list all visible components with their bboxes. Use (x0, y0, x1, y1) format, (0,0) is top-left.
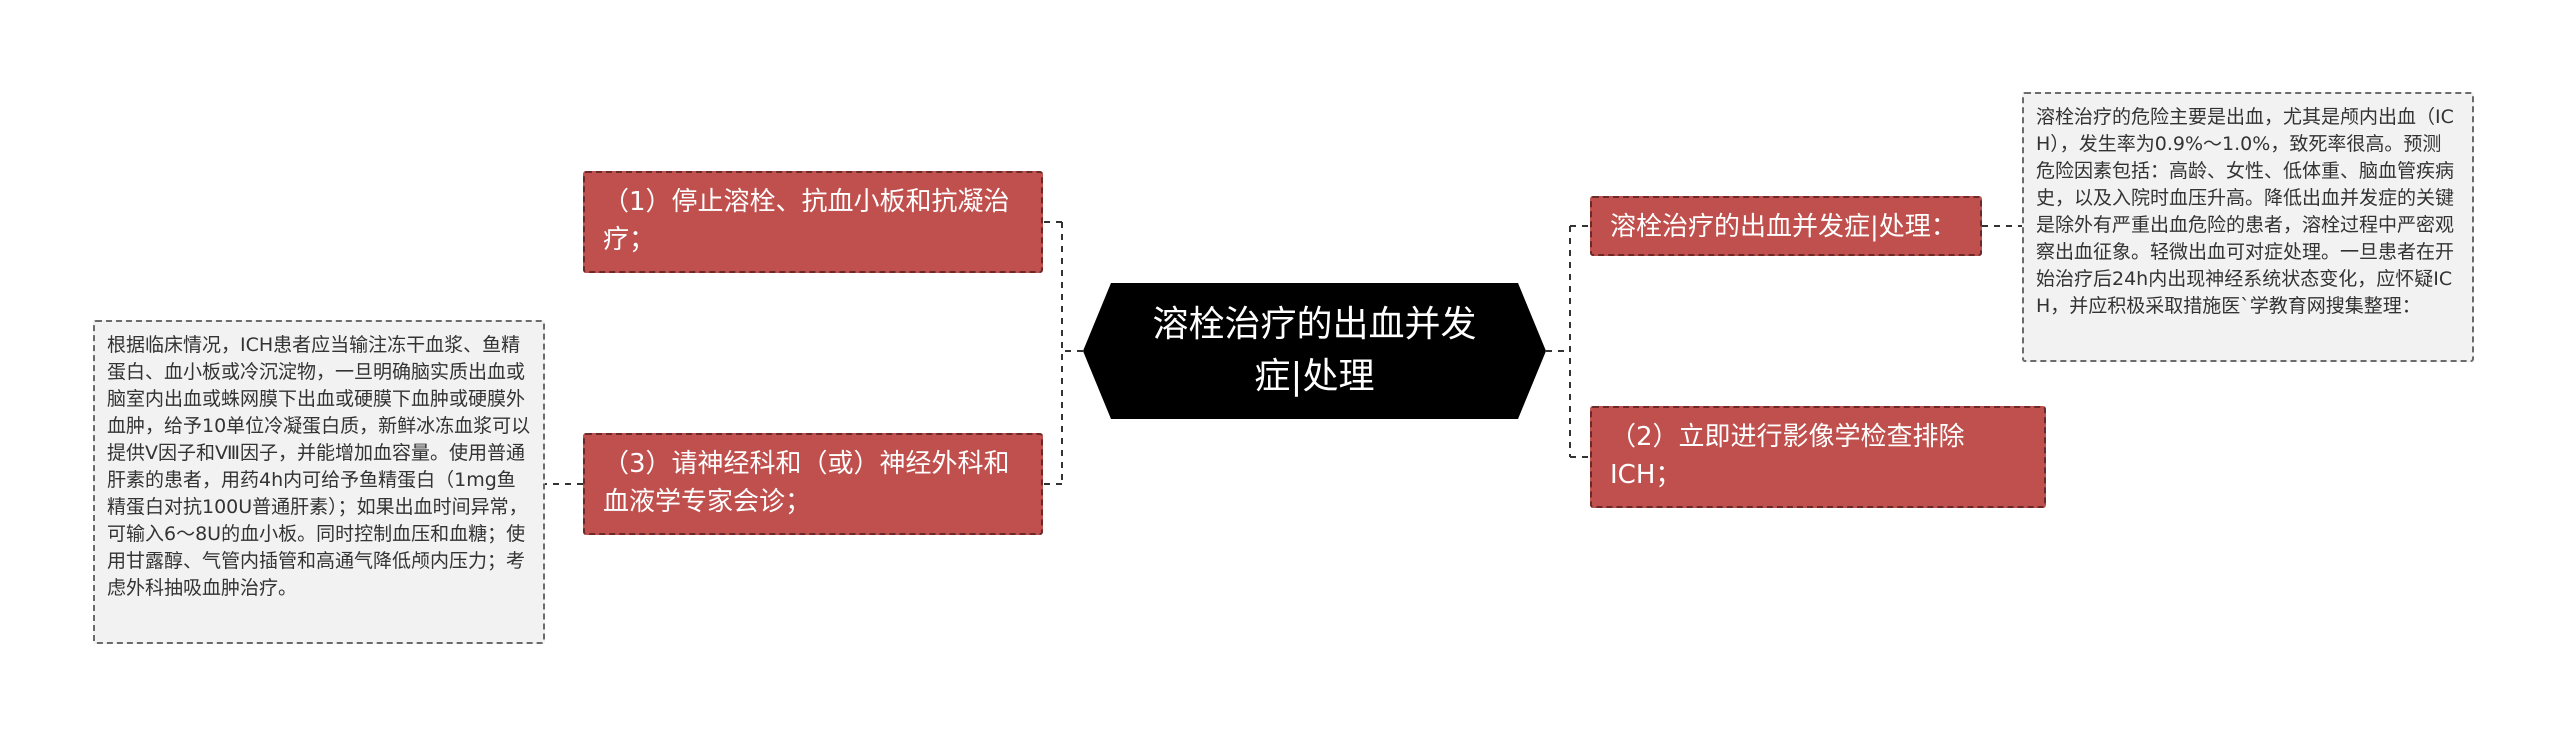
note-bleeding-risk-text: 溶栓治疗的危险主要是出血，尤其是颅内出血（ICH），发生率为0.9%～1.0%，… (2036, 106, 2455, 317)
root-node-shape (1083, 283, 1546, 419)
root-node-hexagon (1083, 283, 1546, 419)
note-bleeding-risk[interactable]: 溶栓治疗的危险主要是出血，尤其是颅内出血（ICH），发生率为0.9%～1.0%，… (2022, 92, 2474, 362)
branch-stop-thrombolysis[interactable]: （1）停止溶栓、抗血小板和抗凝治疗； (583, 171, 1043, 273)
branch-bleeding-complication-label: 溶栓治疗的出血并发症|处理： (1610, 212, 1957, 242)
branch-specialist-consult[interactable]: （3）请神经科和（或）神经外科和血液学专家会诊； (583, 433, 1043, 535)
note-consult-details-text: 根据临床情况，ICH患者应当输注冻干血浆、鱼精蛋白、血小板或冷沉淀物，一旦明确脑… (107, 334, 531, 599)
branch-specialist-consult-label: （3）请神经科和（或）神经外科和血液学专家会诊； (603, 449, 1010, 517)
branch-imaging-exclude-ich-label: （2）立即进行影像学检查排除ICH； (1610, 422, 1965, 490)
branch-imaging-exclude-ich[interactable]: （2）立即进行影像学检查排除ICH； (1590, 406, 2046, 508)
root-node-label: 溶栓治疗的出血并发症|处理 (1152, 304, 1477, 397)
branch-stop-thrombolysis-label: （1）停止溶栓、抗血小板和抗凝治疗； (603, 187, 1010, 255)
branch-bleeding-complication[interactable]: 溶栓治疗的出血并发症|处理： (1590, 196, 1982, 256)
note-consult-details[interactable]: 根据临床情况，ICH患者应当输注冻干血浆、鱼精蛋白、血小板或冷沉淀物，一旦明确脑… (93, 320, 545, 644)
root-node[interactable]: 溶栓治疗的出血并发症|处理 (1083, 283, 1546, 419)
